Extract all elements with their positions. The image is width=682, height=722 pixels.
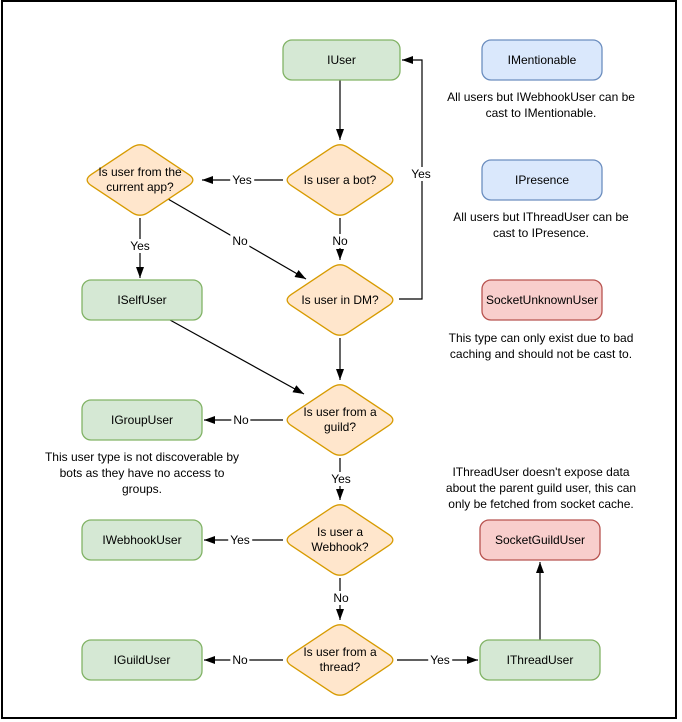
node-q-thread-diamond bbox=[286, 624, 394, 696]
node-iwebhookuser-box bbox=[81, 519, 203, 561]
edge-label-current-app-no: No bbox=[230, 234, 250, 248]
note-socketunknownuser: This type can only exist due to bad cach… bbox=[448, 331, 634, 361]
edge-label-webhook-yes: Yes bbox=[228, 533, 252, 547]
edge-label-thread-yes: Yes bbox=[428, 653, 452, 667]
node-imentionable-box bbox=[481, 39, 603, 81]
node-iselfuser-box bbox=[81, 279, 203, 321]
edge-label-dm-yes: Yes bbox=[409, 167, 433, 181]
node-q-bot-diamond bbox=[286, 144, 394, 216]
node-socketguilduser-box bbox=[479, 519, 601, 561]
edge-label-bot-no: No bbox=[330, 234, 350, 248]
node-q-guild-diamond bbox=[286, 384, 394, 456]
node-iguilduser-box bbox=[81, 639, 203, 681]
node-ithreaduser-box bbox=[479, 639, 601, 681]
node-ipresence-box bbox=[481, 159, 603, 201]
note-socketguilduser: IThreadUser doesn't expose data about th… bbox=[445, 465, 637, 511]
edge-iselfuser-to-guild bbox=[169, 319, 305, 395]
edge-label-current-app-yes: Yes bbox=[128, 239, 152, 253]
node-q-dm-diamond bbox=[286, 264, 394, 336]
node-igroupuser-box bbox=[81, 399, 203, 441]
note-igroupuser: This user type is not discoverable by bo… bbox=[44, 450, 240, 496]
edge-label-webhook-no: No bbox=[331, 591, 351, 605]
edge-label-guild-yes: Yes bbox=[329, 472, 353, 486]
node-iuser-box bbox=[282, 39, 401, 81]
edge-label-guild-no: No bbox=[231, 413, 251, 427]
edge-label-thread-no: No bbox=[230, 653, 250, 667]
node-q-webhook-diamond bbox=[286, 504, 394, 576]
note-ipresence: All users but IThreadUser can be cast to… bbox=[453, 210, 629, 240]
note-imentionable: All users but IWebhookUser can be cast t… bbox=[447, 90, 635, 120]
node-socketunknownuser-box bbox=[481, 279, 603, 321]
edge-label-bot-yes: Yes bbox=[230, 173, 254, 187]
